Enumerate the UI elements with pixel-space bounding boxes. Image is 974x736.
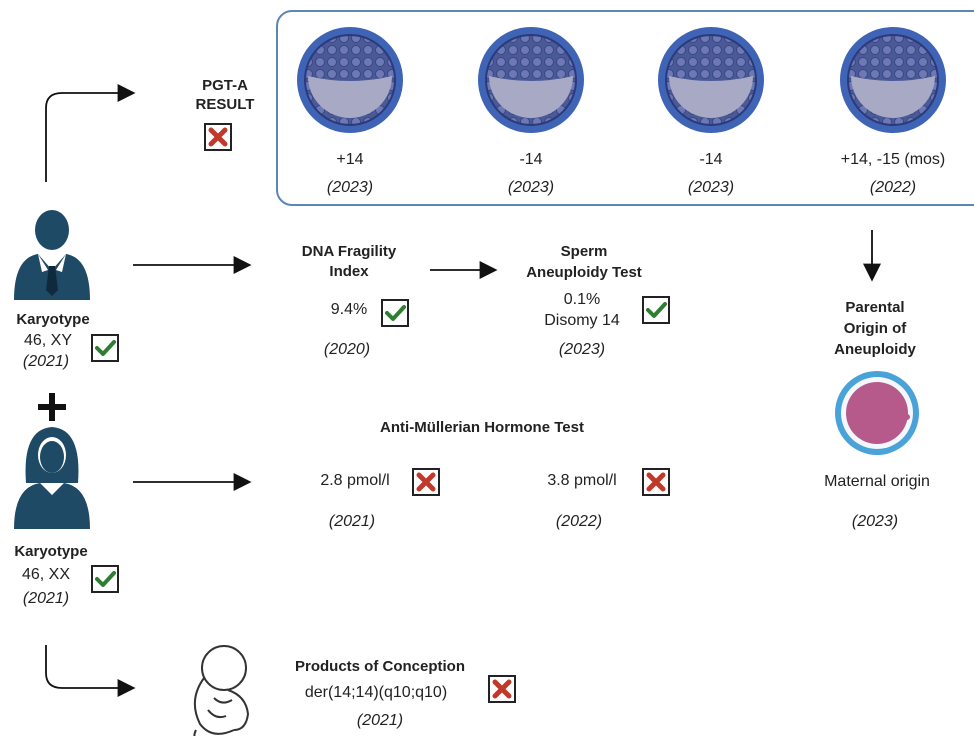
amh-test-1-year: (2021) (328, 513, 376, 530)
male-person-icon (14, 210, 90, 300)
pgta-title-line2: RESULT (195, 96, 255, 113)
poc-value: der(14;14)(q10;q10) (304, 684, 448, 701)
embryo-1-year: (2023) (326, 179, 374, 196)
parental-title-line2: Origin of (843, 320, 907, 337)
male-karyotype-label: Karyotype (16, 311, 90, 328)
embryo-3-year: (2023) (687, 179, 735, 196)
embryo-4-year: (2022) (869, 179, 917, 196)
amh-test-2-cross-icon (642, 468, 670, 496)
poc-year: (2021) (356, 712, 404, 729)
amh-title: Anti-Müllerian Hormone Test (380, 419, 584, 436)
amh-test-2-year: (2022) (555, 513, 603, 530)
embryo-1 (297, 27, 403, 133)
arrow-to-poc (45, 645, 136, 697)
embryo-3 (658, 27, 764, 133)
sperm-value-line2: Disomy 14 (544, 312, 620, 329)
sperm-title-line2: Aneuploidy Test (526, 264, 642, 281)
female-karyotype-check-icon (91, 565, 119, 593)
embryo-3-result: -14 (699, 151, 723, 168)
male-karyotype-check-icon (91, 334, 119, 362)
fetus-icon (193, 645, 250, 736)
amh-test-2-value: 3.8 pmol/l (547, 472, 617, 489)
dfi-title-line1: DNA Fragility (301, 243, 397, 260)
embryo-2-year: (2023) (507, 179, 555, 196)
pgta-title-line1: PGT-A (202, 77, 248, 94)
sperm-title-line1: Sperm (560, 243, 608, 260)
embryo-4 (840, 27, 946, 133)
parental-title-line3: Aneuploidy (834, 341, 916, 358)
embryo-4-result: +14, -15 (mos) (840, 151, 946, 168)
parental-title-line1: Parental (845, 299, 905, 316)
arrow-to-pgta (45, 84, 136, 182)
parental-year: (2023) (851, 513, 899, 530)
pgta-embryo-frame (276, 10, 974, 206)
dfi-year: (2020) (323, 341, 371, 358)
parental-result: Maternal origin (824, 473, 930, 490)
female-karyotype-year: (2021) (22, 590, 70, 607)
male-karyotype-year: (2021) (22, 353, 70, 370)
embryo-1-result: +14 (336, 151, 364, 168)
male-karyotype-value: 46, XY (23, 332, 73, 349)
oocyte-icon (835, 371, 919, 455)
embryo-2 (478, 27, 584, 133)
pgta-cross-icon (204, 123, 232, 151)
sperm-year: (2023) (558, 341, 606, 358)
dfi-value: 9.4% (330, 301, 368, 318)
female-karyotype-label: Karyotype (14, 543, 88, 560)
amh-test-1-cross-icon (412, 468, 440, 496)
female-person-icon (14, 427, 90, 529)
embryo-2-result: -14 (519, 151, 543, 168)
female-karyotype-value: 46, XX (21, 566, 71, 583)
poc-cross-icon (488, 675, 516, 703)
sperm-value-line1: 0.1% (563, 291, 601, 308)
poc-title: Products of Conception (295, 658, 465, 675)
amh-test-1-value: 2.8 pmol/l (320, 472, 390, 489)
dfi-title-line2: Index (329, 263, 369, 280)
dfi-check-icon (381, 299, 409, 327)
sperm-check-icon (642, 296, 670, 324)
plus-sign (38, 393, 66, 421)
